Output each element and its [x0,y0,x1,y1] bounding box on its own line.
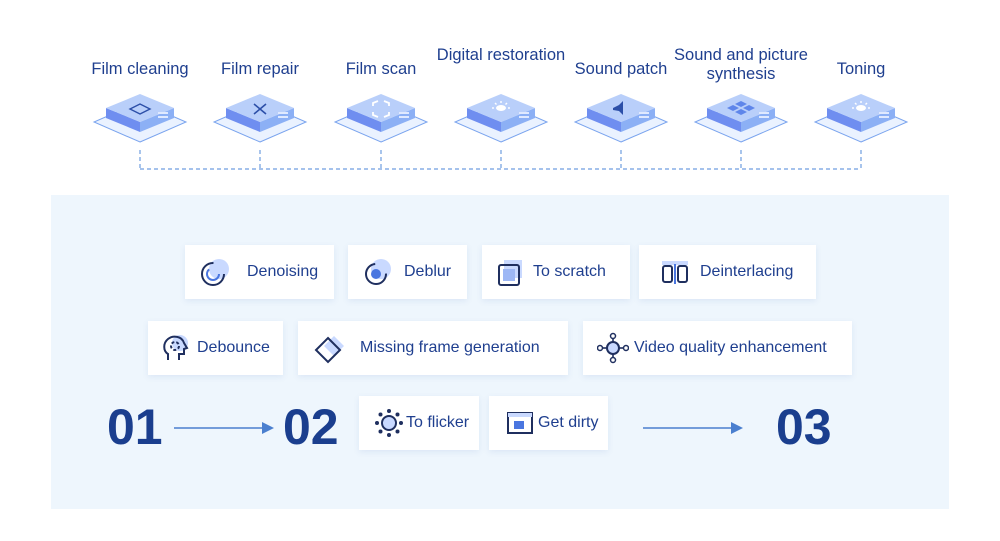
stage-label: Film cleaning [91,60,189,78]
speaker-icon [573,94,669,143]
step-number-03: 03 [776,399,832,455]
chip-deinterlacing: Deinterlacing [639,245,816,299]
chip-video-quality-enhancement: Video quality enhancement [583,321,852,375]
stage-label: Film repair [221,60,299,78]
chip-label: To scratch [533,263,606,280]
stage-sound-picture-synthesis: Sound and picture synthesis [671,40,811,160]
stage-toning: Toning [791,40,931,160]
stage-label: Toning [836,60,886,78]
chip-label: Get dirty [538,414,599,431]
stage-film-cleaning: Film cleaning [70,40,210,160]
stage-label: Sound patch [574,60,668,78]
film-strip-icon [92,94,188,143]
chip-label: To flicker [406,414,470,431]
chip-label: Deinterlacing [700,263,794,280]
scratch-icon [498,260,522,286]
chip-to-flicker: To flicker [359,396,479,450]
chip-label: Missing frame generation [360,339,540,356]
stage-film-scan: Film scan [311,40,451,160]
sun-icon [813,94,909,143]
sun-icon [453,94,549,143]
stage-digital-restoration: Digital restoration [431,40,571,160]
chip-get-dirty: Get dirty [489,396,608,450]
debounce-icon [163,335,189,360]
scan-icon [333,94,429,143]
flicker-icon [375,409,403,437]
stage-label: Digital restoration [436,46,566,64]
wrench-icon [212,94,308,143]
arrow-right-icon [643,422,743,434]
stage-sound-patch: Sound patch [551,40,691,160]
deblur-icon [365,259,391,285]
chip-denoising: Denoising [185,245,334,299]
chip-deblur: Deblur [348,245,467,299]
chip-label: Denoising [247,263,319,280]
chip-debounce: Debounce [148,321,283,375]
window-icon [507,412,533,434]
chip-label: Video quality enhancement [634,339,827,356]
stage-label: Sound and picture synthesis [674,46,808,83]
chip-missing-frame-generation: Missing frame generation [298,321,568,375]
step-number-02: 02 [283,399,339,455]
chip-to-scratch: To scratch [482,245,630,299]
denoise-icon [201,259,229,286]
process-stages: Film cleaning Film repair Film scan [0,0,1000,200]
deinterlace-icon [662,261,688,284]
stage-label: Film scan [345,60,417,78]
arrow-right-icon [174,422,274,434]
chip-label: Debounce [197,339,270,356]
stage-film-repair: Film repair [190,40,330,160]
nodes-icon [597,332,629,364]
stage-connector-line [139,150,862,170]
step-number-01: 01 [107,399,163,455]
chip-label: Deblur [404,263,452,280]
diamond-frame-icon [314,336,344,364]
grid-icon [693,94,789,143]
